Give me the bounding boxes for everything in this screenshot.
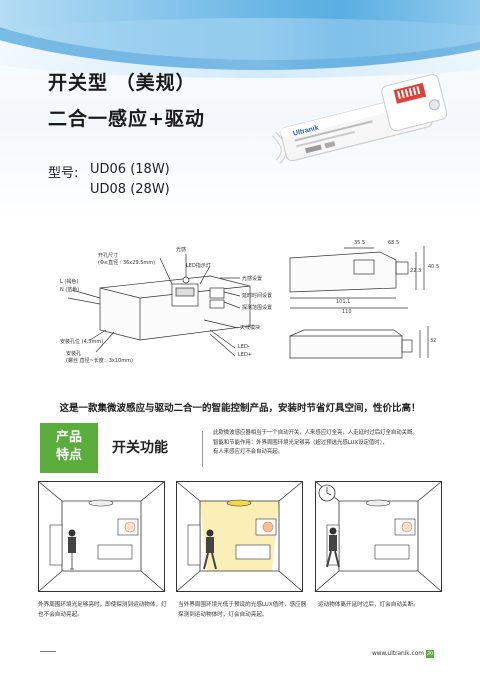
label-led-minus: LED-	[238, 344, 250, 350]
model-ud06: UD06 (18W)	[90, 162, 170, 177]
feature-heading: 开关功能	[112, 440, 168, 456]
product-subtitle: 二合一感应+驱动	[48, 108, 205, 130]
feature-desc-line: 有人来感应灯不会自动亮起。	[213, 449, 284, 455]
dimension-drawing: 35.5 68.5 101.1 110 22.3 40.5 32	[284, 238, 444, 368]
dim-left: 35.5	[354, 240, 366, 246]
label-detect-setting: 探测范围设置	[242, 305, 273, 311]
feature-section: 产品 特点 开关功能 此款微波感应器相当于一个自动开关，人来感应灯全亮，人走延时…	[40, 423, 440, 473]
label-opening: 开孔尺寸	[98, 253, 119, 259]
scene-caption-2: 当外界周围环境光低于预设的光感LUX值时，感应器探测到运动物体时，灯会自动亮起。	[178, 602, 307, 618]
feature-badge: 产品 特点	[40, 423, 98, 473]
label-led-indicator: LED指示灯	[186, 263, 211, 269]
badge-line-1: 产品	[55, 430, 82, 445]
model-ud08: UD08 (28W)	[90, 182, 170, 197]
scene-caption-3: 运动物体离开延时过后，灯会自动关断。	[318, 602, 419, 608]
product-title: 开关型 （美规）	[48, 72, 196, 94]
label-delay-setting: 延时时间设置	[242, 293, 273, 299]
label-led-plus: LED+	[238, 352, 252, 358]
feature-divider	[202, 431, 203, 467]
label-mount-screw-size: (螺丝 直径~长度：3x10mm)	[66, 358, 133, 364]
product-image: Ultranik	[270, 70, 460, 170]
badge-line-2: 特点	[55, 448, 82, 463]
scene-person-leaves	[315, 481, 442, 592]
tagline: 这是一款集微波感应与驱动二合一的智能控制产品，安装时节省灯具空间，性价比高！	[59, 403, 421, 414]
model-label: 型号:	[48, 166, 79, 181]
label-light-sensor: 光感	[176, 247, 187, 253]
driver-wiring-diagram: 开孔尺寸 (Φ≤直径 : 36x29.5mm) 光感 LED指示灯 L (褐色)…	[60, 238, 273, 378]
footer-rule	[40, 651, 56, 652]
feature-description: 此款微波感应器相当于一个自动开关，人来感应灯全亮，人走延时过后灯全自动关断。 智…	[213, 429, 441, 458]
label-mount-screw: 安装孔	[66, 351, 82, 357]
dim-length-2: 110	[342, 309, 352, 315]
dim-height-3: 40.5	[428, 264, 440, 270]
label-mount-hole: 安装孔位 (4.5mm)	[60, 339, 104, 345]
feature-desc-line: 此款微波感应器相当于一个自动开关，人来感应灯全亮，人走延时过后灯全自动关断。	[213, 430, 418, 436]
wave-highlight	[0, 18, 480, 78]
scene-lamp-on	[176, 481, 303, 592]
dim-height-2: 22.3	[410, 268, 422, 274]
scene-bright-ambient	[38, 481, 165, 592]
label-n-wire: N (蓝色)	[60, 287, 80, 293]
label-opening-size: (Φ≤直径 : 36x29.5mm)	[98, 260, 156, 266]
footer-url[interactable]: www.ultranik.com	[372, 651, 424, 657]
label-antenna: 天线模块	[240, 325, 261, 331]
dim-length-1: 101.1	[336, 299, 351, 305]
label-lux-setting: 光感设置	[242, 276, 263, 282]
dim-height-1: 32	[430, 338, 437, 344]
dim-right: 68.5	[388, 240, 400, 246]
page-number: 20	[426, 650, 434, 658]
label-l-wire: L (褐色)	[60, 279, 79, 285]
scene-caption-1: 外界周围环境光足够亮时，即使探测到运动物体，灯也不会自动亮起。	[38, 602, 167, 618]
feature-desc-line: 智能和节能作用：外界周围环境光足够亮（超过预选光感LUX设定值时），	[213, 439, 388, 446]
